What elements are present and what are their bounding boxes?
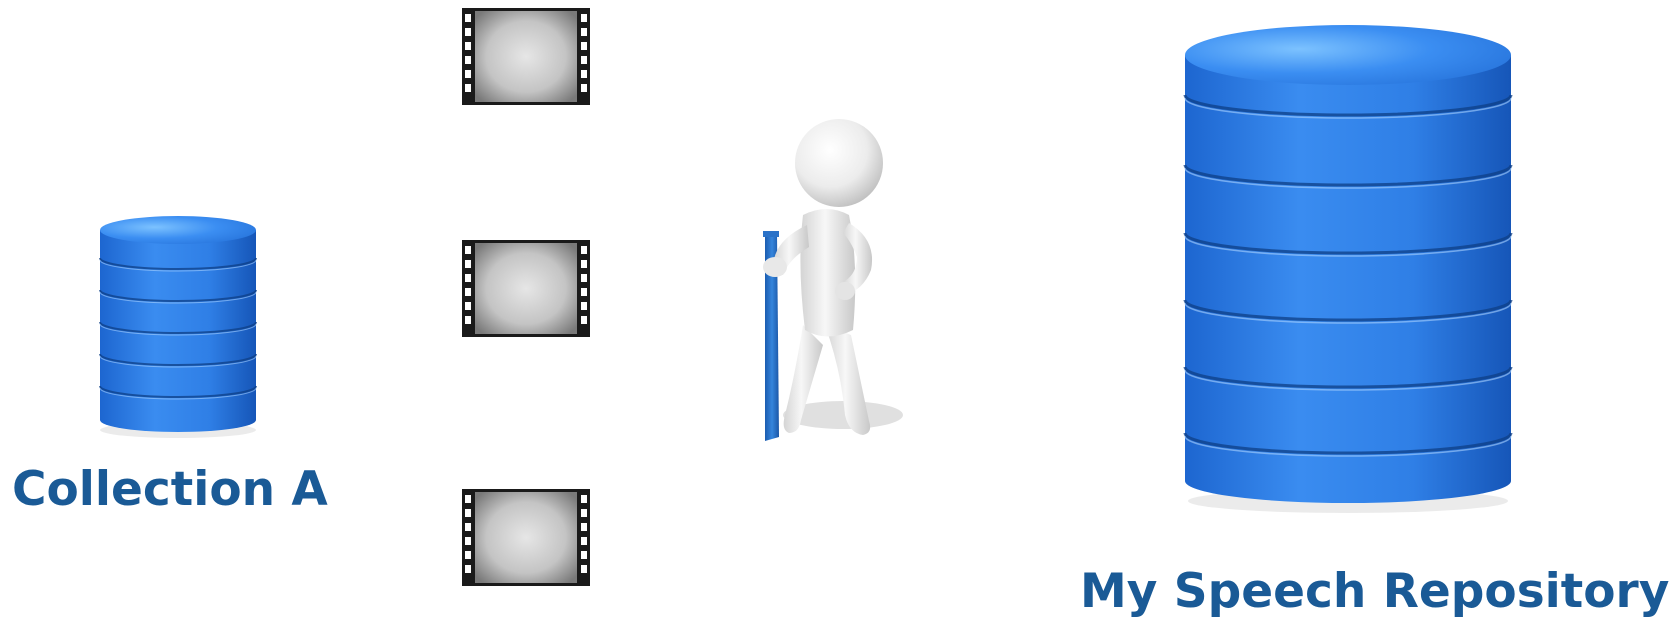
my-speech-repository-label: My Speech Repository [1080,564,1669,620]
stick-figure-icon [745,115,915,485]
collection-a-database-icon [96,212,260,442]
film-frame-icon [462,240,590,337]
film-frame-icon [462,8,590,105]
repository-database-icon [1183,15,1523,515]
film-frame-icon [462,489,590,586]
collection-a-label: Collection A [12,462,328,518]
